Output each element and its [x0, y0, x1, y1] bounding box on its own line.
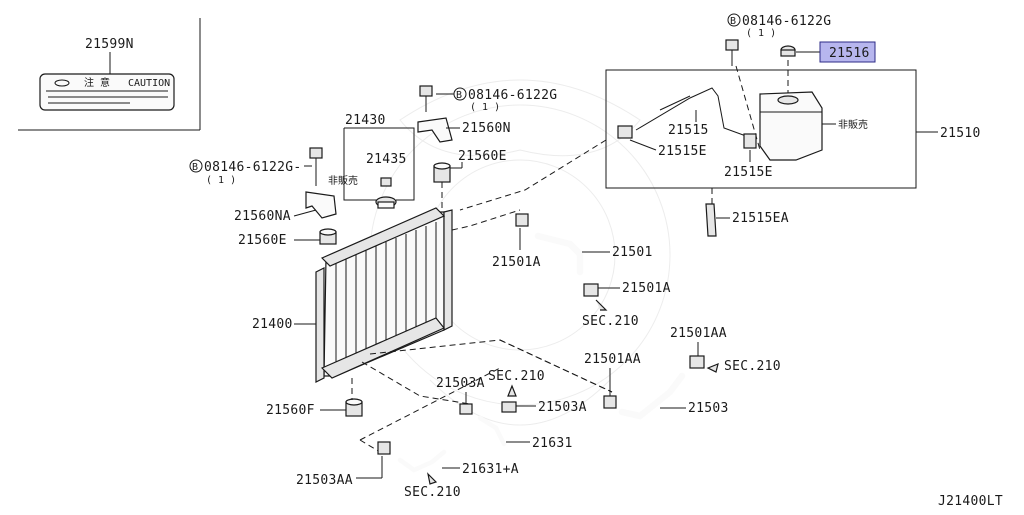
part-number-21501AA-1[interactable]: 21501AA — [670, 326, 727, 341]
lower-hose-21503-icon — [618, 372, 686, 420]
bolt-number-top[interactable]: 08146-6122G — [742, 14, 831, 29]
not-for-sale-cap: 非販売 — [328, 174, 358, 187]
part-number-21560N[interactable]: 21560N — [462, 121, 511, 136]
part-number-21599N[interactable]: 21599N — [85, 37, 134, 52]
left-mount-bracket-icon — [305, 191, 337, 219]
hose-21631A-icon — [397, 449, 447, 473]
part-number-21503AA[interactable]: 21503AA — [296, 473, 353, 488]
bolt-qty-mid: ( 1 ) — [470, 102, 500, 113]
radiator-cap-group: 21430 21435 非販売 — [328, 113, 415, 209]
bolt-qty-left: ( 1 ) — [206, 175, 236, 186]
arrow-sec210-1-icon — [595, 299, 608, 311]
reservoir-cap-icon — [780, 45, 796, 57]
clamp-21503A-right-icon — [501, 401, 517, 413]
reservoir-tank-icon — [759, 91, 823, 161]
cap-seal-icon — [380, 177, 392, 187]
arrow-sec210-3-icon — [507, 384, 517, 397]
part-number-21503A-2[interactable]: 21503A — [538, 400, 587, 415]
reservoir-tank-group: 21510 B 08146-6122G ( 1 ) 21516 非販売 — [605, 13, 981, 189]
part-number-21631[interactable]: 21631 — [532, 436, 573, 451]
diagram-code: J21400LT — [938, 494, 1003, 509]
part-number-21560E-top[interactable]: 21560E — [458, 149, 507, 164]
part-number-21501A-1[interactable]: 21501A — [492, 255, 541, 270]
part-number-21435[interactable]: 21435 — [366, 152, 407, 167]
arrow-sec210-2-icon — [706, 363, 719, 373]
lower-mount-21560F-icon — [345, 398, 363, 417]
clamp-21501A-lower-icon — [583, 283, 599, 297]
left-mount-group: B 08146-6122G- ( 1 ) 21560NA 21560E — [189, 147, 337, 248]
bolt-b-letter: B — [730, 16, 736, 27]
caution-kanji-text: 注 意 — [84, 76, 110, 89]
upper-hose-21501-icon — [534, 232, 584, 276]
part-number-21560E-left[interactable]: 21560E — [238, 233, 287, 248]
part-number-21501AA-2[interactable]: 21501AA — [584, 352, 641, 367]
part-number-21501A-2[interactable]: 21501A — [622, 281, 671, 296]
clamp-21503A-left-icon — [459, 403, 473, 415]
reservoir-box — [605, 69, 917, 189]
highlighted-part-21516[interactable] — [819, 41, 876, 63]
not-for-sale-tank: 非販売 — [838, 118, 868, 131]
clamp-21503AA-icon — [377, 441, 391, 455]
part-number-21515[interactable]: 21515 — [668, 123, 709, 138]
overflow-hose-21515 — [635, 87, 747, 137]
part-number-21560NA[interactable]: 21560NA — [234, 209, 291, 224]
part-number-21430[interactable]: 21430 — [345, 113, 386, 128]
caution-label-plate — [39, 73, 175, 111]
part-number-21515E-1[interactable]: 21515E — [658, 144, 707, 159]
rubber-mount-21560E-top-icon — [433, 162, 451, 183]
part-number-21400[interactable]: 21400 — [252, 317, 293, 332]
part-number-21631A[interactable]: 21631+A — [462, 462, 519, 477]
upper-mount-group: B 08146-6122G ( 1 ) 21560N 21560E — [417, 85, 557, 210]
bolt-qty-top: ( 1 ) — [746, 28, 776, 39]
bolt-number-left[interactable]: 08146-6122G- — [204, 160, 302, 175]
bolt-icon-left — [309, 147, 323, 186]
clamp-21501A-upper-icon — [515, 213, 529, 227]
bolt-icon — [725, 39, 739, 66]
section-ref-sec210-4[interactable]: SEC.210 — [404, 485, 461, 500]
section-ref-sec210-3[interactable]: SEC.210 — [488, 369, 545, 384]
part-number-21515E-2[interactable]: 21515E — [724, 165, 773, 180]
part-number-21503[interactable]: 21503 — [688, 401, 729, 416]
bolt-circle-b-icon — [727, 13, 741, 27]
bolt-b-letter-left: B — [192, 162, 198, 173]
bypass-hose-21631-icon — [477, 415, 507, 447]
bolt-icon-mid — [419, 85, 433, 112]
clamp-21501AA-left-icon — [603, 395, 617, 409]
part-number-21560F[interactable]: 21560F — [266, 403, 315, 418]
rubber-mount-21560E-left-icon — [319, 228, 337, 245]
radiator-core-icon — [315, 207, 453, 383]
bolt-number-mid[interactable]: 08146-6122G — [468, 88, 557, 103]
caution-label-inset: 21599N 注 意 CAUTION — [18, 18, 201, 131]
section-ref-sec210-2[interactable]: SEC.210 — [724, 359, 781, 374]
clip-21515E-right-icon — [743, 133, 757, 149]
caution-text: CAUTION — [128, 78, 170, 89]
section-ref-sec210-1[interactable]: SEC.210 — [582, 314, 639, 329]
radiator-cap-icon — [375, 196, 397, 209]
clip-21515E-left-icon — [617, 125, 633, 139]
arrow-sec210-4-icon — [427, 472, 438, 485]
part-number-21503A-1[interactable]: 21503A — [436, 376, 485, 391]
upper-mount-bracket-icon — [417, 117, 453, 143]
part-number-21510[interactable]: 21510 — [940, 126, 981, 141]
part-number-21516[interactable]: 21516 — [829, 46, 870, 61]
part-number-21501[interactable]: 21501 — [612, 245, 653, 260]
part-number-21515EA[interactable]: 21515EA — [732, 211, 789, 226]
bolt-b-letter-mid: B — [456, 90, 462, 101]
clip-21515EA-icon — [705, 203, 717, 237]
clamp-21501AA-right-icon — [689, 355, 705, 369]
nissan-logo-icon — [54, 79, 70, 87]
